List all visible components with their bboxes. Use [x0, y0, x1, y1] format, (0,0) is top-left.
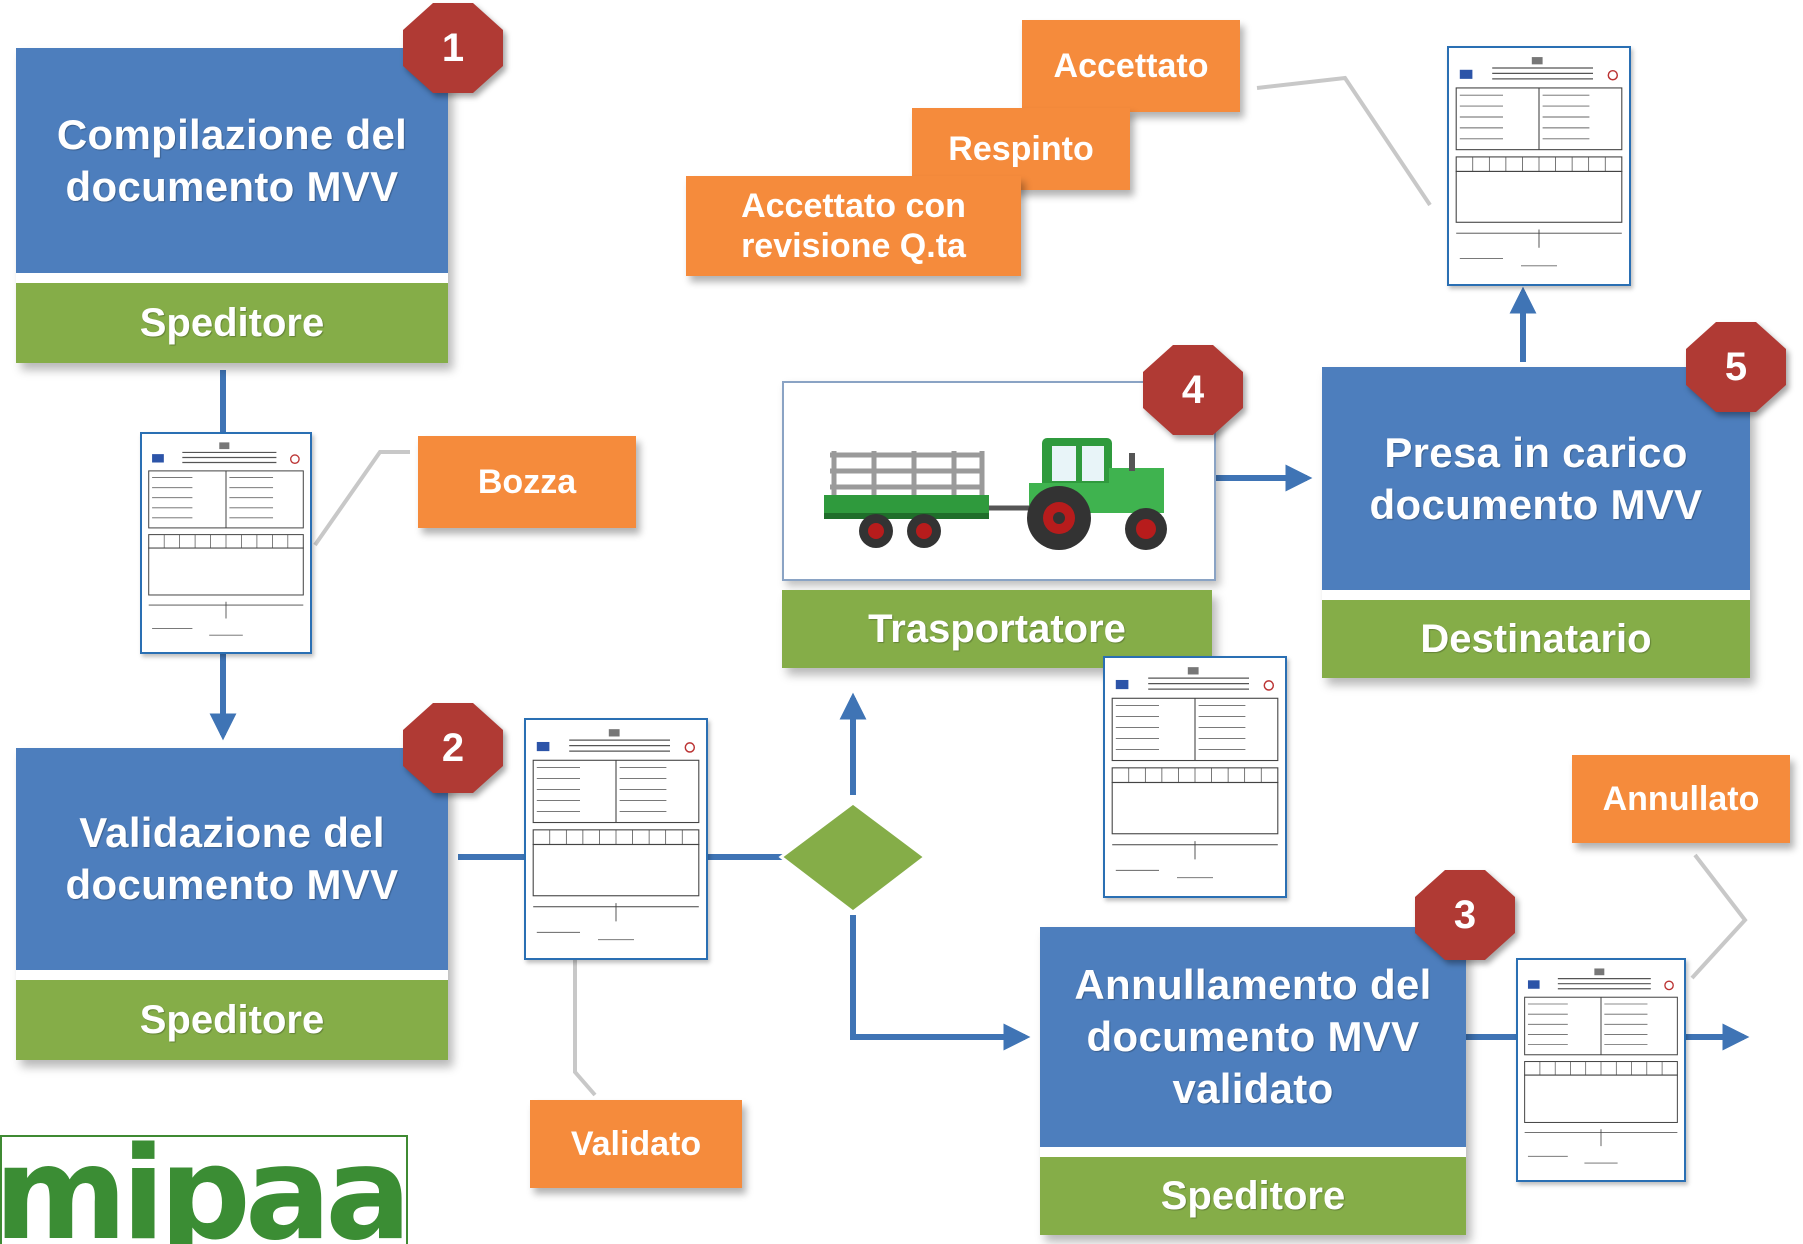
step-2-card: Validazione del documento MVV Speditore — [16, 748, 448, 1060]
step-5-title: Presa in carico documento MVV — [1322, 367, 1750, 590]
step-5-card: Presa in carico documento MVV Destinatar… — [1322, 367, 1750, 678]
status-annullato: Annullato — [1572, 755, 1790, 843]
step-4-number: 4 — [1181, 367, 1205, 412]
mipaaf-logo: mipaaf — [0, 1135, 408, 1244]
status-bozza: Bozza — [418, 436, 636, 528]
form-sketch — [1524, 968, 1678, 1164]
step-2-number: 2 — [441, 725, 465, 770]
document-thumbnail-received — [1447, 46, 1631, 286]
step-4-role-card: Trasportatore — [782, 590, 1212, 668]
status-accettato: Accettato — [1022, 20, 1240, 112]
step-1-role: Speditore — [16, 283, 448, 363]
step-2-title: Validazione del documento MVV — [16, 748, 448, 970]
form-sketch — [532, 729, 700, 941]
step-3-title: Annullamento del documento MVV validato — [1040, 927, 1466, 1147]
status-validato: Validato — [530, 1100, 742, 1188]
step-2-badge: 2 — [403, 703, 503, 793]
status-accettato-revisione: Accettato con revisione Q.ta — [686, 176, 1021, 276]
form-sketch — [1455, 57, 1623, 267]
step-3-number: 3 — [1453, 892, 1477, 937]
step-2-role: Speditore — [16, 980, 448, 1060]
step-1-card: Compilazione del documento MVV Speditore — [16, 48, 448, 363]
step-5-badge: 5 — [1686, 322, 1786, 412]
callout-accettato — [1256, 75, 1432, 207]
step-5-number: 5 — [1724, 344, 1748, 389]
step-1-badge: 1 — [403, 3, 503, 93]
decision-diamond — [778, 801, 928, 914]
form-sketch — [148, 442, 304, 636]
document-thumbnail-draft — [140, 432, 312, 654]
step-4-role: Trasportatore — [782, 590, 1212, 668]
step-3-card: Annullamento del documento MVV validato … — [1040, 927, 1466, 1235]
document-thumbnail-validated — [524, 718, 708, 960]
connector-decision-to-3 — [850, 915, 1031, 1051]
document-thumbnail-transport — [1103, 656, 1287, 898]
mipaaf-logo-text: mipaaf — [0, 1135, 406, 1244]
callout-validato — [573, 960, 597, 1097]
step-3-role: Speditore — [1040, 1157, 1466, 1235]
step-3-badge: 3 — [1415, 870, 1515, 960]
callout-bozza — [313, 450, 410, 547]
step-1-title: Compilazione del documento MVV — [16, 48, 448, 273]
step-4-badge: 4 — [1143, 345, 1243, 435]
document-thumbnail-cancelled — [1516, 958, 1686, 1182]
transporter-image-box — [782, 381, 1216, 581]
step-1-number: 1 — [441, 25, 465, 70]
callout-annullato — [1690, 853, 1748, 980]
form-sketch — [1111, 667, 1279, 879]
step-5-role: Destinatario — [1322, 600, 1750, 678]
tractor-with-trailer-icon — [824, 438, 1167, 550]
